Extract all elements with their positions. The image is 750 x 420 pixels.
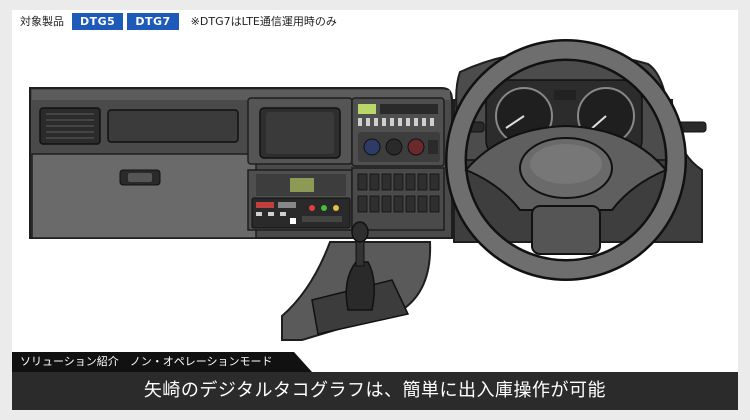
air-vent-left <box>39 107 101 145</box>
switch-bank <box>351 167 445 231</box>
center-console <box>247 97 353 231</box>
dash-tray <box>107 109 239 143</box>
tachograph-device-icon <box>251 197 351 229</box>
product-badge-dtg7: DTG7 <box>127 12 179 30</box>
steering-wheel-icon <box>445 39 687 281</box>
temp-knob <box>407 138 425 156</box>
product-badge-dtg5: DTG5 <box>72 12 124 30</box>
target-products-bar: 対象製品 DTG5 DTG7 ※DTG7はLTE通信運用時のみ <box>20 12 337 30</box>
fan-knob <box>363 138 381 156</box>
product-note: ※DTG7はLTE通信運用時のみ <box>190 15 337 28</box>
radio-display <box>358 104 376 114</box>
dashboard-illustration <box>29 39 707 341</box>
content-panel: 対象製品 DTG5 DTG7 ※DTG7はLTE通信運用時のみ <box>12 10 738 410</box>
tachograph-display <box>290 178 314 192</box>
headline-band <box>12 372 738 410</box>
radio-climate-panel <box>351 97 445 167</box>
target-products-label: 対象製品 <box>20 15 64 28</box>
headline-text: 矢崎のデジタルタコグラフは、簡単に出入庫操作が可能 <box>143 380 607 401</box>
gear-shift-icon <box>345 221 375 311</box>
category-tag: ソリューション紹介 ノン・オペレーションモード <box>12 352 312 372</box>
